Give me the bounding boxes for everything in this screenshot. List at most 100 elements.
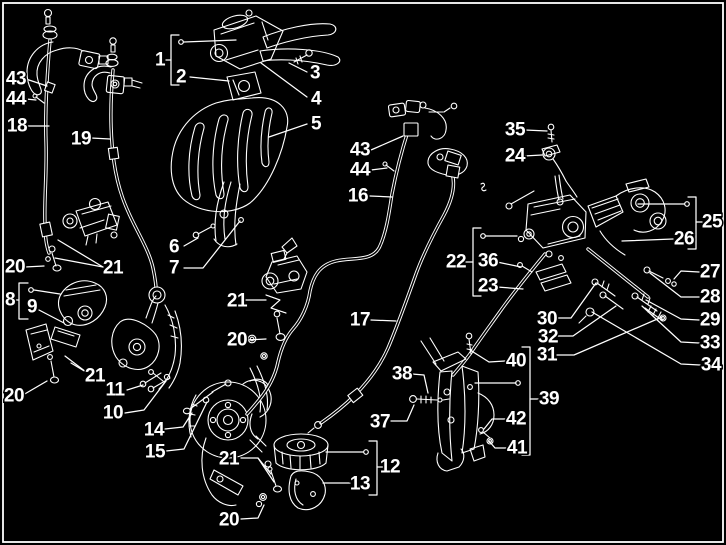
leader-line [523, 154, 543, 157]
leader-dot [178, 39, 184, 45]
bolt-6 [192, 223, 216, 239]
callout-1: 1 [153, 34, 237, 86]
callout-41: 41 [488, 436, 530, 460]
part-number-label: 34 [701, 355, 722, 376]
part-number-label: 37 [370, 412, 390, 433]
rear-banjo-bolt [255, 460, 283, 508]
leader-line [370, 167, 388, 171]
leader-line [472, 227, 482, 297]
part-number-label: 38 [392, 364, 412, 385]
washer-7 [238, 217, 244, 223]
leader-dot [480, 233, 486, 239]
callout-30: 30 [535, 282, 597, 331]
leader-line [556, 282, 597, 319]
leader-line [24, 265, 45, 268]
leader-line [245, 338, 267, 341]
callout-18: 18 [5, 114, 50, 138]
callout-3: 3 [288, 61, 322, 85]
callout-21a: 21 [54, 239, 126, 280]
leader-line [288, 62, 308, 73]
part-number-label: 44 [6, 89, 27, 110]
leader-dot [684, 201, 690, 207]
callout-33: 33 [641, 305, 722, 355]
callout-19: 19 [69, 127, 111, 151]
hose-junction-unit [382, 99, 468, 179]
part-number-label: 21 [219, 449, 240, 470]
hose-17-fittings [307, 387, 364, 434]
inline-hose-connector [247, 237, 308, 360]
leader-line [488, 440, 507, 449]
rear-brake-caliper [480, 174, 587, 261]
callout-21b: 21 [225, 289, 267, 313]
leader-dot [515, 380, 521, 386]
part-number-label: 14 [144, 420, 165, 441]
callout-31: 31 [535, 316, 663, 367]
part-number-label: 10 [103, 403, 123, 424]
leader-line [54, 257, 104, 268]
callout-11: 11 [104, 378, 144, 402]
callout-5: 5 [268, 112, 324, 138]
callout-6: 6 [167, 235, 199, 259]
leader-line [673, 270, 700, 280]
part-number-label: 22 [446, 252, 466, 273]
callout-43a: 43 [4, 67, 48, 91]
leader-line [124, 380, 167, 414]
leader-line [165, 401, 208, 452]
callout-40: 40 [469, 349, 528, 373]
part-number-label: 17 [350, 310, 370, 331]
brake-lever [262, 23, 337, 49]
callout-7: 7 [167, 220, 241, 280]
part-number-label: 3 [310, 63, 320, 84]
part-number-label: 29 [700, 310, 720, 331]
part-number-label: 11 [105, 380, 125, 401]
callout-13: 13 [322, 472, 372, 496]
leader-line [164, 412, 193, 430]
leader-line [621, 238, 674, 242]
part-number-label: 12 [380, 457, 400, 478]
leader-line [38, 309, 65, 324]
leader-line [370, 319, 397, 322]
callout-14: 14 [142, 412, 193, 442]
leader-line [469, 349, 506, 363]
leader-line [183, 220, 241, 269]
part-number-label: 43 [350, 140, 370, 161]
part-number-label: 27 [700, 262, 720, 283]
part-number-label: 1 [155, 50, 166, 71]
part-number-label: 24 [505, 146, 526, 167]
part-number-label: 7 [169, 258, 179, 279]
callout-28: 28 [649, 272, 722, 309]
part-number-label: 42 [506, 409, 526, 430]
right-fasteners [578, 266, 677, 324]
callout-27: 27 [673, 260, 722, 284]
front-brake-caliper [25, 280, 108, 384]
leader-line [368, 440, 378, 496]
callout-20d: 20 [217, 504, 265, 532]
callout-39: 39 [474, 346, 561, 456]
callout-9: 9 [25, 295, 65, 324]
leader-line [25, 78, 48, 87]
part-number-label: 20 [5, 257, 25, 278]
part-number-label: 35 [505, 120, 526, 141]
callout-17: 17 [348, 308, 397, 332]
leader-line [22, 380, 48, 396]
callout-29: 29 [645, 299, 722, 332]
leader-line [70, 362, 87, 373]
part-number-label: 32 [538, 327, 558, 348]
clamp-2 [226, 71, 262, 101]
callout-21c: 21 [64, 355, 108, 388]
leader-line [687, 196, 697, 250]
callout-35: 35 [503, 118, 548, 142]
leader-line [240, 504, 265, 520]
leader-line [183, 237, 199, 247]
leader-line [126, 384, 144, 391]
part-number-label: 44 [350, 160, 371, 181]
part-number-label: 19 [71, 129, 91, 150]
leader-line [557, 305, 617, 337]
callout-21d: 21 [217, 447, 275, 483]
handlebar-hose-unit-right [83, 37, 143, 161]
part-number-label: 20 [219, 510, 239, 531]
callout-16: 16 [346, 184, 393, 208]
leader-line [641, 305, 700, 344]
